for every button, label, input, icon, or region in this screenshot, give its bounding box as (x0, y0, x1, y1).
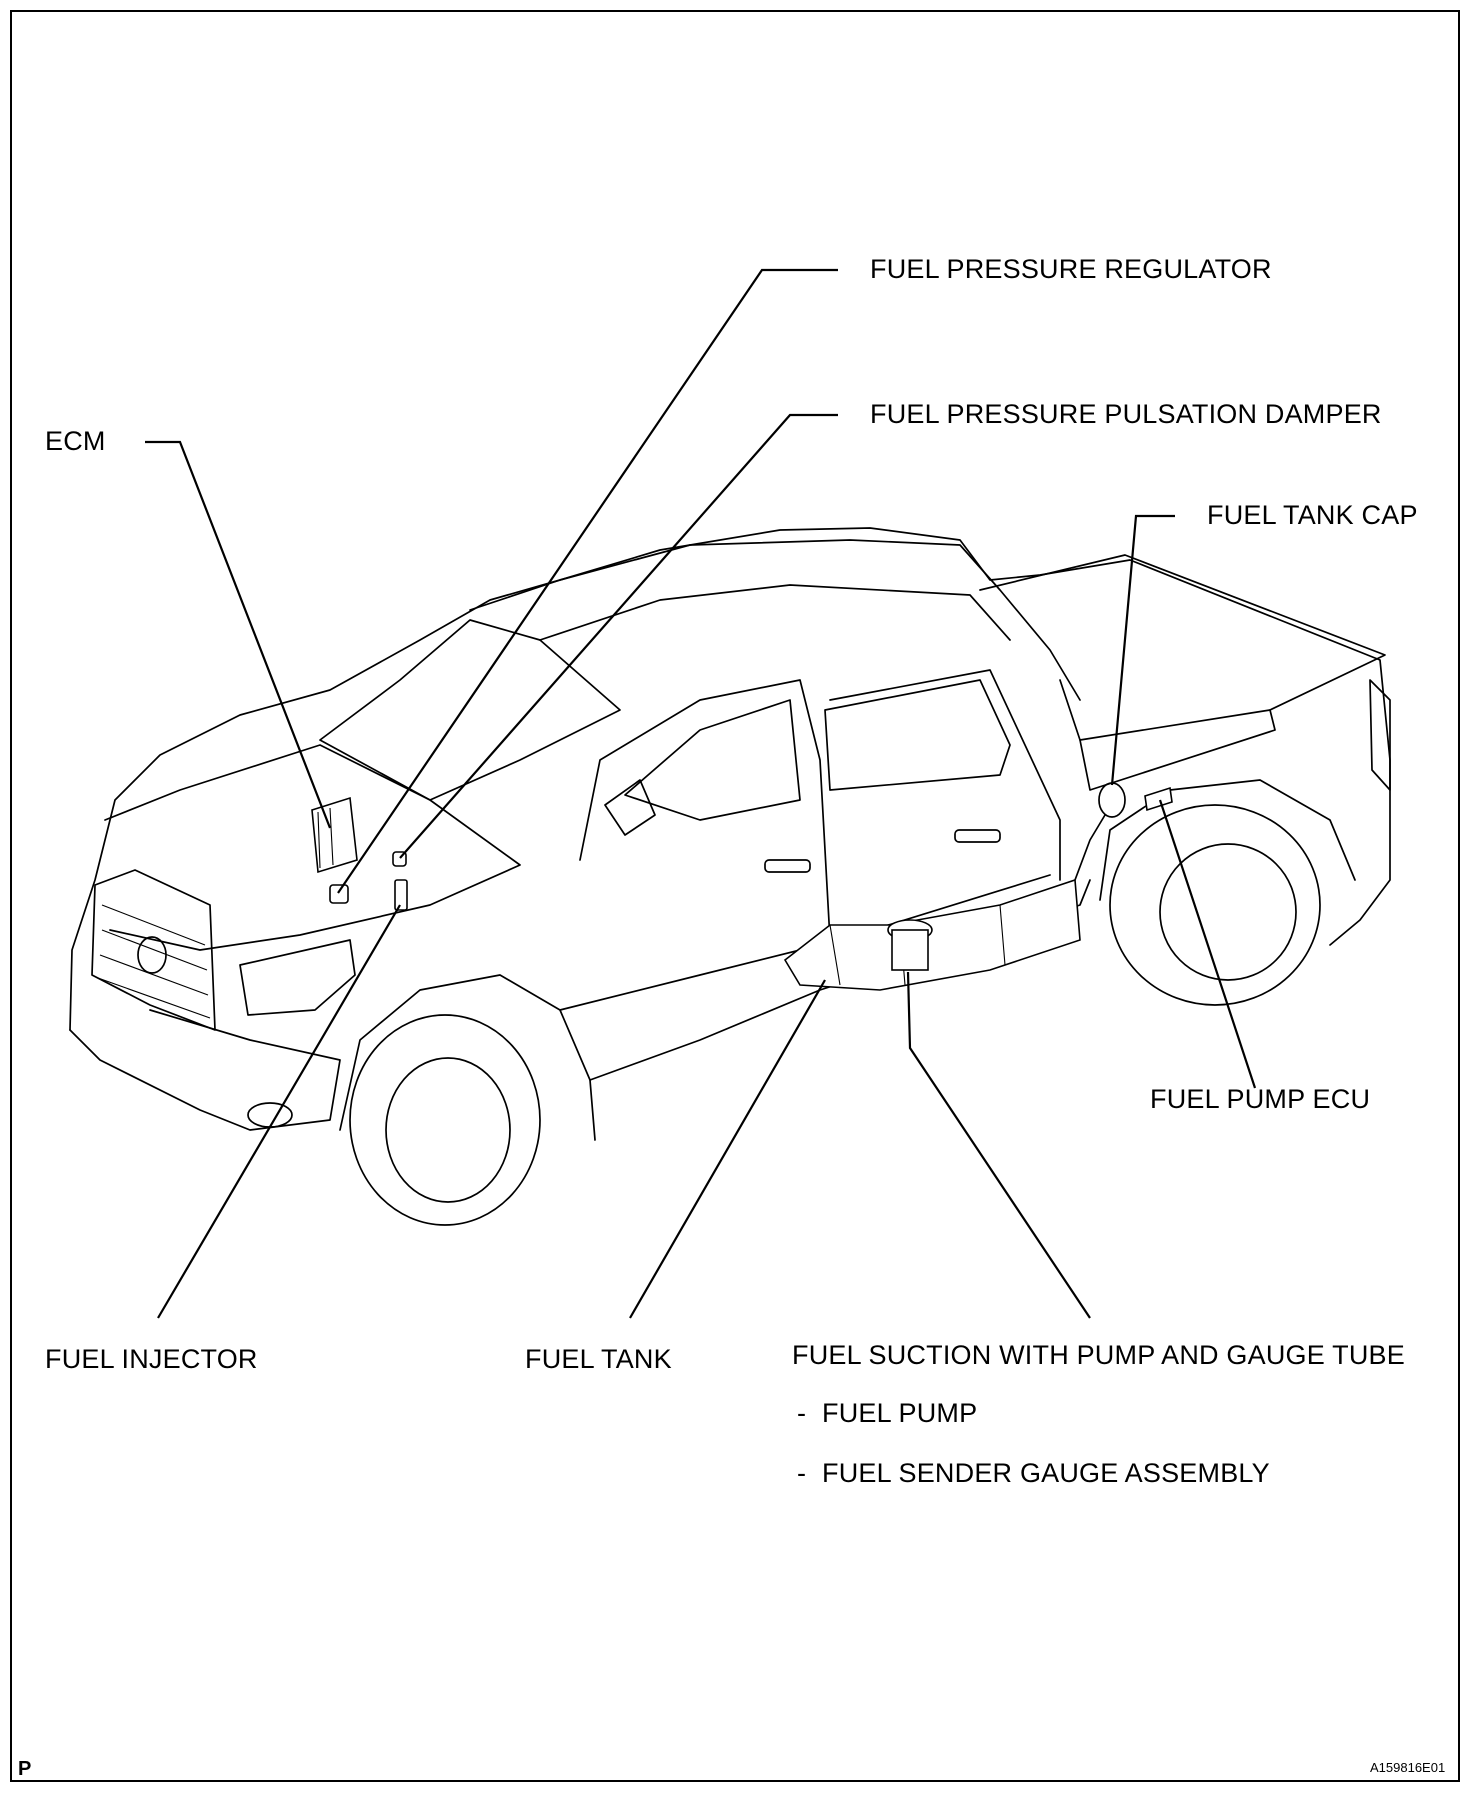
callout-labels: FUEL PRESSURE REGULATOR FUEL PRESSURE PU… (45, 254, 1418, 1488)
truck-cab-roof (469, 539, 1081, 701)
truck-rear-door-handle (954, 829, 1001, 843)
truck-roof-edge (539, 584, 1011, 641)
truck-emblem (137, 936, 167, 974)
truck-side-mirror (604, 779, 656, 836)
truck-rear-wheel-arch (1099, 779, 1356, 901)
truck-tail-light (1369, 679, 1391, 791)
truck-rear-window (824, 679, 1011, 791)
truck-hood (104, 744, 521, 951)
fuel-sender-gauge-part (891, 929, 929, 971)
truck-windshield (319, 619, 621, 801)
leader-fuel-tank (629, 979, 826, 1319)
leader-ecm (145, 440, 332, 829)
label-fuel-suction: FUEL SUCTION WITH PUMP AND GAUGE TUBE (792, 1340, 1405, 1370)
fuel-pressure-regulator-part (329, 884, 349, 904)
truck-fog-light (247, 1102, 293, 1128)
leader-fuel-injector (157, 904, 401, 1319)
figure-code: A159816E01 (1370, 1760, 1445, 1775)
fuel-filler-pipe (1074, 814, 1106, 881)
leader-lines (145, 268, 1257, 1319)
highlighted-components (311, 786, 1173, 991)
truck-door-bottom (559, 874, 1051, 1011)
label-sub-dash-1: - (797, 1398, 806, 1428)
label-fuel-injector: FUEL INJECTOR (45, 1344, 258, 1374)
leader-fuel-pressure-regulator (337, 268, 838, 894)
label-fuel-pressure-pulsation-damper: FUEL PRESSURE PULSATION DAMPER (870, 399, 1382, 429)
diagram-frame (10, 10, 1460, 1782)
label-sub-dash-2: - (797, 1458, 806, 1488)
label-fuel-tank-cap: FUEL TANK CAP (1207, 500, 1418, 530)
leader-fuel-suction (906, 971, 1091, 1319)
truck-rear-rim (1159, 843, 1297, 981)
label-fuel-pump: FUEL PUMP (822, 1398, 977, 1428)
fuel-pump-ecu-part (1144, 786, 1173, 812)
truck-rear-door (829, 669, 1061, 881)
truck-body-outline (69, 527, 1391, 1031)
fuel-injector-part (394, 879, 408, 911)
truck-front-wheel-arch (339, 974, 596, 1141)
leader-fuel-tank-cap (1110, 514, 1175, 786)
truck-rear-tire (1109, 804, 1321, 1006)
leader-fuel-pressure-pulsation-damper (399, 413, 838, 859)
label-fuel-sender-gauge: FUEL SENDER GAUGE ASSEMBLY (822, 1458, 1270, 1488)
truck-front-rim (385, 1057, 511, 1203)
leader-fuel-pump-ecu (1158, 799, 1257, 1089)
truck-front-door-handle (764, 859, 811, 873)
label-fuel-pressure-regulator: FUEL PRESSURE REGULATOR (870, 254, 1272, 284)
truck-bed (979, 554, 1386, 741)
truck-front-window (624, 699, 801, 821)
label-ecm: ECM (45, 426, 106, 456)
section-letter: P (18, 1758, 31, 1780)
truck-front-door (579, 679, 831, 941)
label-fuel-tank: FUEL TANK (525, 1344, 672, 1374)
ecm-unit (311, 796, 358, 874)
label-fuel-pump-ecu: FUEL PUMP ECU (1150, 1084, 1370, 1114)
truck-headlight (239, 939, 356, 1016)
fuel-tank-part (783, 878, 1081, 991)
fuel-filler-door (1098, 782, 1126, 818)
truck-front-bumper (69, 1009, 341, 1131)
truck-front-tire (349, 1014, 541, 1226)
pickup-truck-illustration (69, 527, 1391, 1226)
